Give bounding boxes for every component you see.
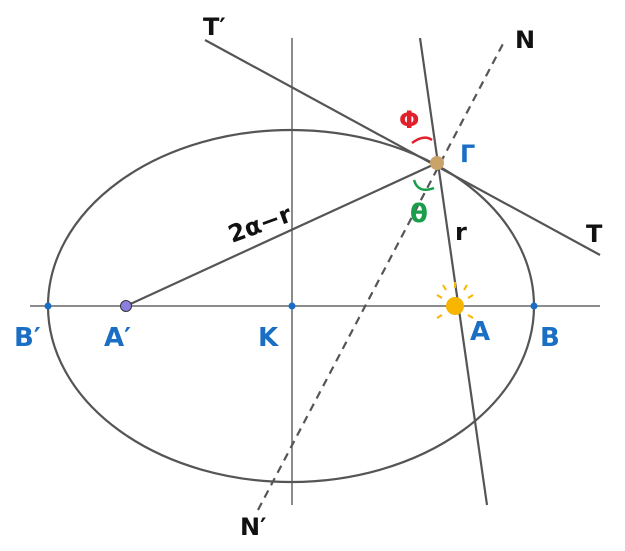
- label-r: r: [455, 218, 467, 246]
- focal-radius-line: [418, 37, 489, 506]
- point-b: [530, 302, 538, 310]
- focus-a-prime: [120, 300, 132, 312]
- phi-angle-arc: [411, 136, 433, 145]
- label-n: N: [515, 26, 535, 54]
- label-gamma: Γ: [460, 140, 475, 168]
- label-t: T: [586, 220, 603, 248]
- other-focal-radius: [125, 162, 438, 307]
- label-phi: Φ: [399, 106, 419, 134]
- label-a: A: [470, 317, 490, 347]
- point-gamma[interactable]: [430, 156, 444, 170]
- point-k: [288, 302, 296, 310]
- normal-line: [257, 39, 506, 511]
- point-b-prime: [44, 302, 52, 310]
- label-two-alpha-minus-r: 2α−r: [224, 200, 295, 249]
- tangent-line: [204, 39, 601, 256]
- label-theta: θ: [410, 199, 428, 229]
- label-a-prime: A′: [104, 323, 131, 353]
- label-t-prime: T′: [203, 13, 226, 41]
- sun-icon: [436, 282, 474, 319]
- label-b-prime: B′: [14, 323, 41, 353]
- label-k: K: [258, 323, 279, 353]
- theta-angle-arc: [412, 179, 435, 191]
- label-b: B: [540, 323, 560, 353]
- label-n-prime: N′: [240, 513, 266, 541]
